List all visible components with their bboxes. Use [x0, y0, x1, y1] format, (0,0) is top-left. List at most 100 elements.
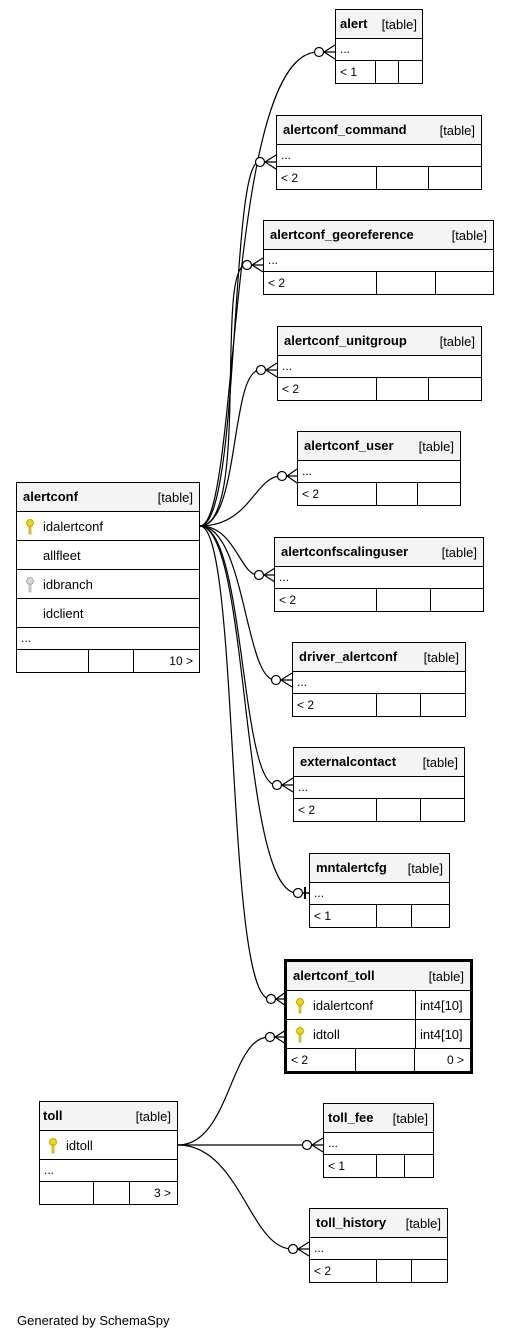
column-row: allfleet [17, 541, 199, 570]
parents-count: < 2 [281, 171, 299, 185]
table-alertconf_georeference[interactable]: alertconf_georeference [table] ... < 2 [263, 220, 494, 295]
table-footer: < 2 [310, 1260, 447, 1282]
table-name: alertconfscalinguser [281, 544, 409, 559]
column-name: idtoll [66, 1138, 93, 1153]
more-columns: ... [275, 567, 483, 589]
table-alertconf_user[interactable]: alertconf_user [table] ... < 2 [297, 431, 461, 506]
parents-count: < 2 [314, 1264, 332, 1278]
table-externalcontact[interactable]: externalcontact [table] ... < 2 [293, 747, 465, 822]
column-row: idalertconf [17, 512, 199, 541]
table-name: toll_fee [328, 1110, 374, 1125]
table-header: toll_fee [table] [324, 1104, 433, 1133]
table-header: alertconfscalinguser [table] [275, 538, 483, 567]
table-name: alertconf_unitgroup [284, 333, 407, 348]
table-name: alertconf_georeference [270, 227, 414, 242]
primary-key-icon [296, 1027, 304, 1043]
table-type: [table] [135, 1109, 171, 1124]
more-columns: ... [264, 250, 493, 272]
column-name: idalertconf [313, 998, 373, 1013]
more-columns: ... [17, 628, 199, 650]
table-header: alertconf_unitgroup [table] [278, 327, 481, 356]
table-header: alertconf [table] [17, 483, 199, 512]
table-header: alertconf_user [table] [298, 432, 460, 461]
children-count: 3 > [153, 1186, 171, 1200]
table-header: driver_alertconf [table] [293, 643, 465, 672]
children-count: 10 > [169, 654, 193, 668]
table-mntalertcfg[interactable]: mntalertcfg [table] ... < 1 [309, 853, 450, 928]
table-footer: < 2 [264, 272, 493, 294]
column-name: idclient [43, 606, 84, 621]
table-footer: < 2 [298, 483, 460, 505]
table-name: alertconf [23, 489, 78, 504]
table-header: toll [table] [40, 1102, 177, 1131]
table-driver_alertconf[interactable]: driver_alertconf [table] ... < 2 [292, 642, 466, 717]
parents-count: < 2 [279, 593, 297, 607]
table-toll[interactable]: toll [table] idtoll ... 3 > [39, 1101, 178, 1205]
table-name: alertconf_user [304, 438, 394, 453]
edge-alertconf-driver_alertconf [199, 525, 276, 681]
table-type: [table] [423, 650, 459, 665]
table-name: mntalertcfg [316, 860, 387, 875]
edge-alertconf-alertconfscalinguser [199, 525, 259, 576]
table-name: externalcontact [300, 754, 397, 769]
parents-count: < 1 [314, 909, 332, 923]
table-footer: < 2 [278, 378, 481, 400]
foreign-key-icon [26, 577, 34, 593]
more-columns: ... [293, 672, 465, 694]
table-type: [table] [439, 334, 475, 349]
table-name: alertconf_command [283, 122, 407, 137]
table-type: [table] [407, 861, 443, 876]
table-alertconf_command[interactable]: alertconf_command [table] ... < 2 [276, 115, 482, 190]
table-toll_history[interactable]: toll_history [table] ... < 2 [309, 1208, 448, 1283]
more-columns: ... [336, 39, 422, 61]
table-type: [table] [428, 969, 464, 984]
table-alertconf_toll[interactable]: alertconf_toll [table] idalertconf int4[… [284, 959, 473, 1074]
parents-count: < 1 [340, 65, 358, 79]
column-name: idtoll [313, 1027, 340, 1042]
table-alertconf_unitgroup[interactable]: alertconf_unitgroup [table] ... < 2 [277, 326, 482, 401]
table-footer: < 2 0 > [287, 1049, 470, 1071]
children-count: 0 > [446, 1053, 464, 1067]
table-alertconfscalinguser[interactable]: alertconfscalinguser [table] ... < 2 [274, 537, 484, 612]
table-footer: < 2 [293, 694, 465, 716]
table-name: toll [43, 1108, 63, 1123]
table-type: [table] [439, 123, 475, 138]
table-footer: 3 > [40, 1182, 177, 1204]
table-header: alert [table] [336, 10, 422, 39]
table-header: alertconf_toll [table] [287, 962, 470, 991]
column-row: idalertconf int4[10] [287, 991, 470, 1020]
column-row: idtoll int4[10] [287, 1020, 470, 1049]
edge-alertconf-alert [199, 51, 319, 527]
column-name: allfleet [43, 548, 81, 563]
table-toll_fee[interactable]: toll_fee [table] ... < 1 [323, 1103, 434, 1178]
table-header: mntalertcfg [table] [310, 854, 449, 883]
table-alertconf[interactable]: alertconf [table] idalertconf allfleet i… [16, 482, 200, 673]
table-type: [table] [451, 228, 487, 243]
more-columns: ... [294, 777, 464, 799]
parents-count: < 1 [328, 1159, 346, 1173]
column-row: idclient [17, 599, 199, 628]
table-type: [table] [392, 1111, 428, 1126]
primary-key-icon [296, 998, 304, 1014]
generated-by-credit: Generated by SchemaSpy [17, 1313, 170, 1328]
more-columns: ... [277, 145, 481, 167]
edge-toll-toll_history [177, 1144, 293, 1250]
parents-count: < 2 [291, 1053, 309, 1067]
parents-count: < 2 [268, 276, 286, 290]
primary-key-icon [26, 519, 34, 535]
table-alert[interactable]: alert [table] ... < 1 [335, 9, 423, 84]
more-columns: ... [278, 356, 481, 378]
more-columns: ... [40, 1160, 177, 1182]
edge-alertconf-alertconf_unitgroup [199, 369, 261, 527]
table-header: externalcontact [table] [294, 748, 464, 777]
parents-count: < 2 [282, 382, 300, 396]
table-type: [table] [157, 490, 193, 505]
more-columns: ... [324, 1133, 433, 1155]
table-footer: < 2 [277, 167, 481, 189]
column-type: int4[10] [415, 1020, 470, 1048]
table-type: [table] [422, 755, 458, 770]
edge-alertconf-alertconf_toll [199, 525, 271, 1000]
more-columns: ... [310, 1238, 447, 1260]
table-footer: < 1 [336, 61, 422, 83]
